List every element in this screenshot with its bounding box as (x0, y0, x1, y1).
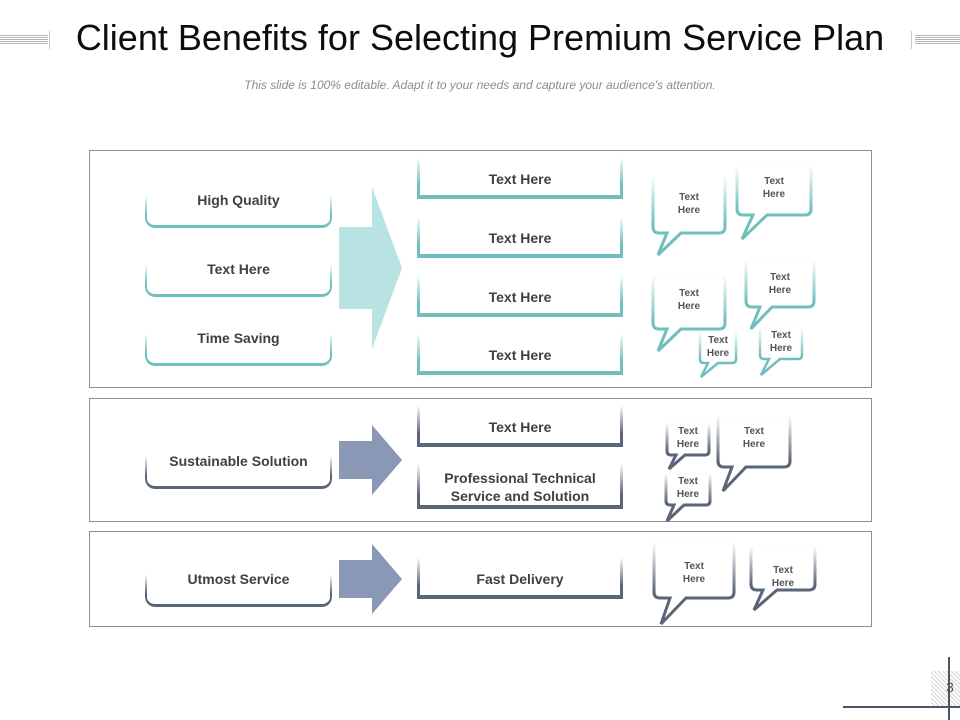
outcome-item: Fast Delivery (417, 559, 623, 599)
benefit-box: Utmost Service (147, 554, 330, 604)
page-subtitle: This slide is 100% editable. Adapt it to… (244, 78, 716, 92)
arrow-shape (339, 187, 402, 349)
benefit-label: High Quality (197, 192, 280, 208)
arrow-right-icon (339, 187, 402, 349)
speech-bubble-icon (664, 471, 712, 523)
arrow-right-icon (339, 425, 402, 495)
benefit-label: Utmost Service (187, 571, 290, 587)
page-number-area: 3 (843, 657, 960, 720)
speech-bubble-icon (749, 544, 817, 612)
outcome-item: Text Here (417, 159, 623, 199)
speech-bubble-icon (651, 273, 727, 353)
footer-divider-vertical (948, 657, 950, 720)
arrow-right-icon (339, 544, 402, 614)
outcome-label: Fast Delivery (476, 571, 564, 587)
speech-bubble-icon (665, 421, 711, 471)
outcome-label: Text Here (488, 347, 552, 363)
speech-bubble-icon (758, 325, 804, 376)
arrow-shape (339, 544, 402, 614)
speech-bubble-icon (652, 540, 736, 626)
outcome-label: Professional Technical Service and Solut… (444, 470, 596, 504)
outcome-label: Text Here (488, 171, 552, 187)
outcome-item: Text Here (417, 335, 623, 375)
outcome-item: Text Here (417, 407, 623, 447)
title-row: Client Benefits for Selecting Premium Se… (0, 14, 960, 64)
title-decoration-left (0, 31, 52, 49)
benefit-label: Sustainable Solution (169, 453, 308, 469)
speech-bubble-icon (651, 173, 727, 257)
arrow-shape (339, 425, 402, 495)
speech-bubble-icon (698, 329, 738, 378)
outcome-item: Text Here (417, 277, 623, 317)
page-number: 3 (931, 679, 960, 695)
speech-bubble-icon (735, 163, 813, 241)
footer-divider (843, 706, 960, 708)
section-panel-1: High Quality Text Here Time Saving Text … (89, 150, 872, 388)
speech-bubble-icon (744, 257, 816, 331)
benefit-label: Time Saving (197, 330, 280, 346)
outcome-label: Text Here (488, 419, 552, 435)
speech-bubble-icon (716, 413, 792, 493)
page-title: Client Benefits for Selecting Premium Se… (75, 17, 885, 58)
benefit-box: Time Saving (147, 313, 330, 363)
benefit-label: Text Here (207, 261, 270, 277)
outcome-item: Text Here (417, 218, 623, 258)
title-decoration-right (911, 31, 960, 49)
benefit-box: Sustainable Solution (147, 436, 330, 486)
benefit-box: Text Here (147, 244, 330, 294)
benefit-box: High Quality (147, 175, 330, 225)
page-number-hatch (931, 671, 960, 707)
outcome-label: Text Here (488, 230, 552, 246)
outcome-label: Text Here (488, 289, 552, 305)
section-panel-2: Sustainable Solution Text Here Professio… (89, 398, 872, 523)
outcome-item: Professional Technical Service and Solut… (417, 465, 623, 509)
